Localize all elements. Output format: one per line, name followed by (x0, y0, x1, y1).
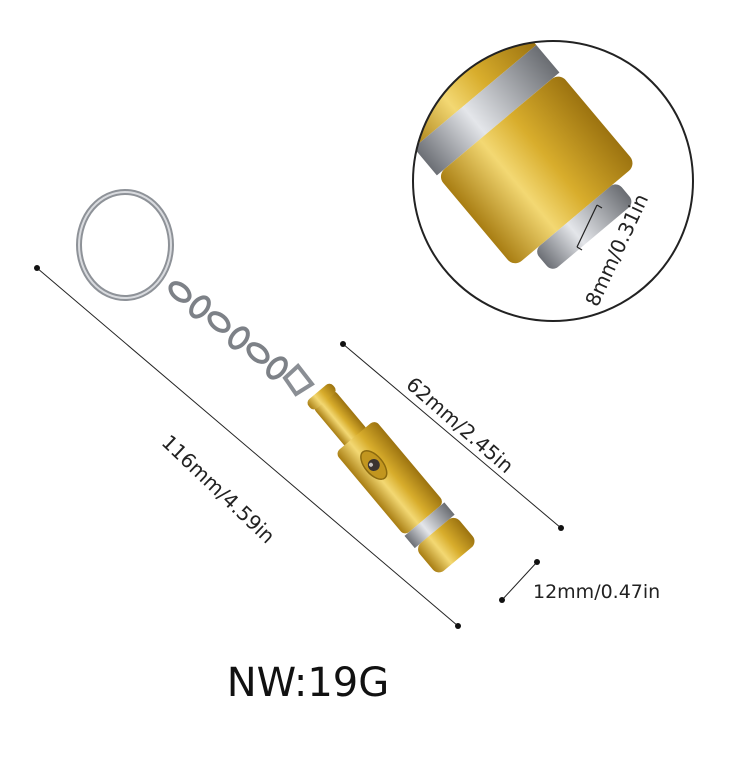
diameter-dimension-line (499, 559, 540, 603)
magnifier-circle-icon (412, 40, 694, 322)
net-weight-label: NW:19G (226, 660, 390, 706)
total-length-dimension-line (34, 265, 461, 629)
chain-icon (168, 281, 315, 397)
diameter-label: 12mm/0.47in (533, 581, 661, 603)
key-ring-icon (76, 189, 174, 301)
tip-diameter-dimension-line (576, 204, 603, 251)
cigar-punch-product-icon (307, 383, 475, 573)
body-length-dimension-line (340, 341, 564, 531)
